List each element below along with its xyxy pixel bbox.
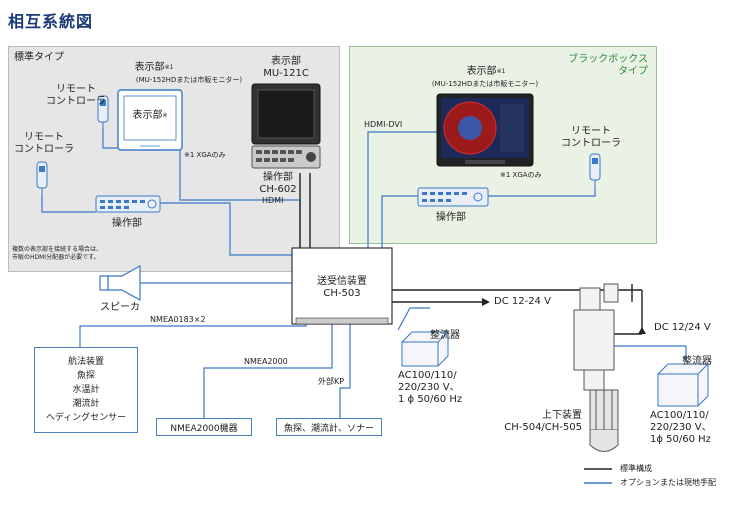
page-title: 相互系統図 <box>8 12 94 31</box>
standard-display-model: (MU-152HDまたは市販モニター) <box>135 76 243 84</box>
blackbox-display-model: (MU-152HDまたは市販モニター) <box>431 80 539 88</box>
rectifier-2-label: 整流器 <box>682 356 712 367</box>
nmea2000-label: NMEA2000 <box>244 357 288 366</box>
nav-equipment-box: 航法装置 魚探 水温計 潮流計 ヘディングセンサー <box>34 347 138 433</box>
ac1-line-2: 220/230 V、 <box>398 382 460 393</box>
hdmi-dvi-label: HDMI-DVI <box>364 120 403 129</box>
nav-item-3: 水温計 <box>72 385 100 395</box>
ch602-model: CH-602 <box>259 184 297 195</box>
nav-item-2: 魚探 <box>76 371 95 381</box>
standard-note-1: 複数の表示部を接続する場合は、 <box>12 246 103 253</box>
rectifier-2-drawing <box>657 363 709 407</box>
legend-standard-label: 標準構成 <box>620 464 652 473</box>
standard-control-unit <box>95 195 161 213</box>
standard-remote-1 <box>97 95 109 128</box>
blackbox-xga-note: ※1 XGAのみ <box>500 171 542 179</box>
rectifier-1-drawing <box>401 331 449 367</box>
standard-display-monitor <box>117 89 183 151</box>
hoist-label: 上下装置 <box>542 410 582 421</box>
standard-display-sup: ※1 <box>164 64 174 71</box>
blackbox-display-label: 表示部 <box>466 66 497 77</box>
ac2-line-3: 1ϕ 50/60 Hz <box>650 434 711 445</box>
nav-item-5: ヘディングセンサー <box>45 413 127 423</box>
transceiver-label: 送受信装置 <box>317 276 367 287</box>
blackbox-control-unit-label: 操作部 <box>436 212 466 223</box>
nav-item-4: 潮流計 <box>72 399 100 409</box>
blackbox-display-monitor <box>436 93 534 167</box>
hoist-model: CH-504/CH-505 <box>504 422 582 433</box>
sensors-box: 魚探、潮流計、ソナー <box>276 418 382 436</box>
legend-option-label: オプションまたは現地手配 <box>620 478 716 487</box>
standard-remote-1-label-1: リモート <box>56 84 96 95</box>
nmea0183-label: NMEA0183×2 <box>150 315 206 324</box>
dc-12-24-label-2: DC 12/24 V <box>654 322 711 333</box>
nav-item-1: 航法装置 <box>67 357 104 367</box>
blackbox-remote-label-1: リモート <box>571 126 611 137</box>
standard-display-screen-label: 表示部 <box>132 110 163 121</box>
transceiver-unit <box>291 247 393 325</box>
mu121c-label: 表示部 <box>271 56 301 67</box>
mu-121c-unit <box>251 83 321 169</box>
hoist-unit-drawing <box>573 283 619 452</box>
blackbox-type-label-1: ブラックボックス <box>568 54 648 65</box>
standard-control-unit-label: 操作部 <box>112 218 142 229</box>
standard-xga-note: ※1 XGAのみ <box>184 151 226 159</box>
speaker-drawing <box>99 264 141 302</box>
ac2-line-2: 220/230 V、 <box>650 422 712 433</box>
ac1-line-3: 1 ϕ 50/60 Hz <box>398 394 463 405</box>
hdmi-label: HDMI <box>262 196 284 205</box>
standard-display-screen-sup: ※ <box>162 112 168 119</box>
nmea2000-box: NMEA2000機器 <box>156 418 252 436</box>
ac2-line-1: AC100/110/ <box>650 410 709 421</box>
blackbox-display-sup: ※1 <box>496 68 506 75</box>
blackbox-remote <box>589 153 601 186</box>
rectifier-1-label: 整流器 <box>430 330 460 341</box>
standard-remote-2-label-1: リモート <box>24 132 64 143</box>
mu121c-model: MU-121C <box>263 68 309 79</box>
speaker-label: スピーカ <box>100 302 140 313</box>
ch602-label: 操作部 <box>263 172 293 183</box>
transceiver-model: CH-503 <box>323 288 361 299</box>
standard-note-2: 市販のHDMI分配器が必要です。 <box>12 254 100 261</box>
blackbox-type-panel <box>349 46 657 244</box>
blackbox-type-label-2: タイプ <box>618 66 648 77</box>
dc-12-24-label: DC 12-24 V <box>494 296 551 307</box>
standard-remote-2 <box>36 161 48 196</box>
standard-remote-2-label-2: コントローラ <box>14 144 74 155</box>
blackbox-control-unit <box>417 187 489 207</box>
external-kp-label: 外部KP <box>318 377 345 386</box>
blackbox-remote-label-2: コントローラ <box>561 138 621 149</box>
standard-display-label: 表示部 <box>134 62 165 73</box>
standard-type-label: 標準タイプ <box>14 52 64 63</box>
ac1-line-1: AC100/110/ <box>398 370 457 381</box>
standard-remote-1-label-2: コントローラ <box>46 96 106 107</box>
